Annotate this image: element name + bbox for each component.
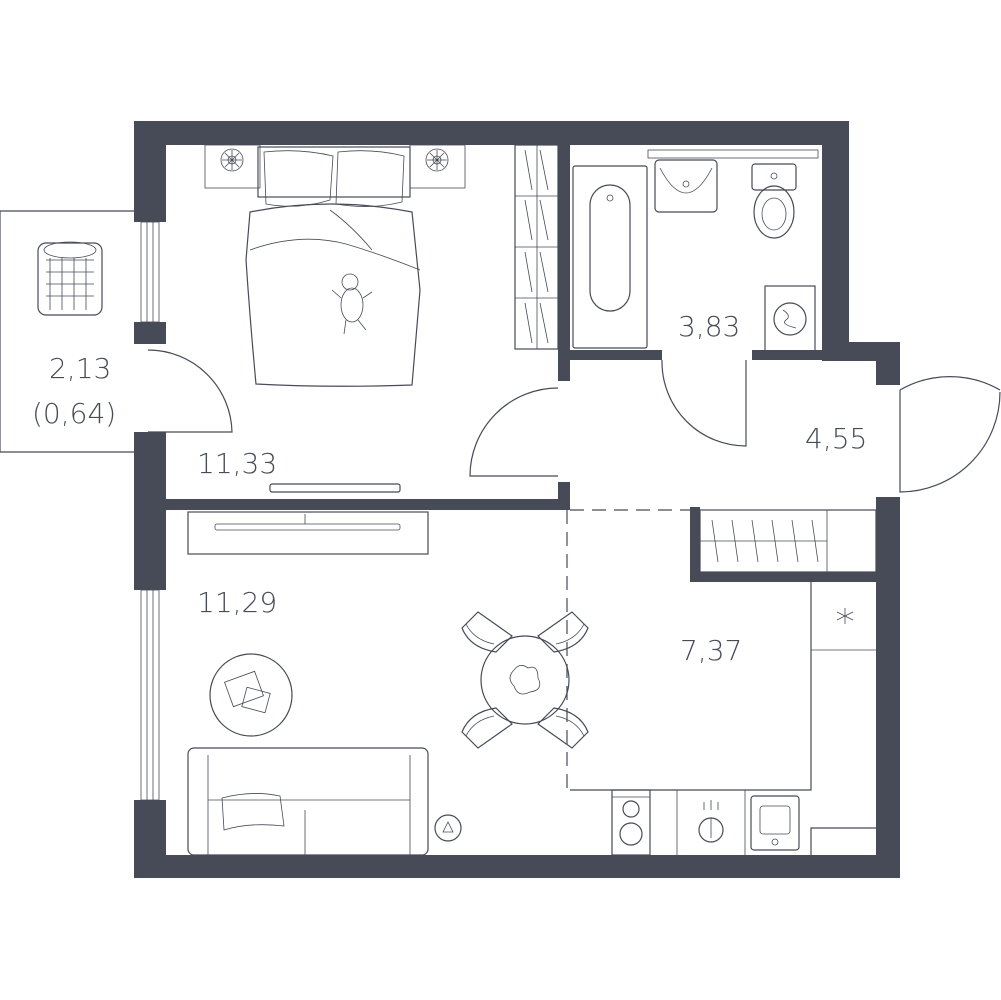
teddy-bear-icon: [331, 273, 373, 335]
laundry-basket-icon: [37, 241, 103, 316]
windows: [140, 124, 819, 801]
cooktop-icon: [750, 795, 800, 851]
living-area: 11,29: [197, 586, 278, 619]
sink-icon: [654, 159, 718, 213]
dining-table-icon: [461, 611, 589, 749]
wardrobe-icon: [514, 144, 559, 350]
chair-top-left: [461, 611, 513, 653]
wardrobe-icon: [699, 509, 877, 573]
chair-bottom-left: [461, 707, 513, 749]
floor-lamp-icon: [434, 814, 462, 842]
coffee-table-icon: [209, 653, 293, 737]
chair-bottom-right: [537, 707, 589, 749]
bedroom-area: 11,33: [197, 447, 278, 480]
washing-machine-icon: [764, 285, 816, 353]
balcony-area: 2,13: [49, 352, 112, 385]
balcony-area-sub: (0,64): [32, 397, 117, 430]
chair-top-right: [537, 611, 589, 653]
nightstand-lamp-icon: [409, 144, 466, 189]
doors: [147, 349, 1001, 493]
bathroom-area: 3,83: [678, 310, 741, 343]
nightstand-lamp-icon: [204, 144, 261, 189]
kitchen-sink-icon: [676, 790, 746, 855]
tv-icon: [187, 511, 429, 555]
bed-icon: [245, 146, 421, 387]
walls: [134, 121, 900, 878]
tv-icon: [269, 483, 401, 493]
hall-furniture: [699, 509, 877, 573]
stove-icon: [611, 789, 651, 856]
kitchen-furniture: [566, 509, 876, 856]
toilet-icon: [751, 163, 797, 239]
living-furniture: [187, 511, 462, 856]
sofa-icon: [187, 747, 429, 856]
fridge-icon: [836, 608, 854, 624]
bathtub-icon: [572, 165, 648, 349]
bathroom-furniture: [572, 159, 816, 353]
bedroom-furniture: [204, 144, 559, 493]
balcony: [0, 210, 134, 453]
kitchen-area: 7,37: [680, 634, 743, 667]
hall-area: 4,55: [805, 422, 868, 455]
